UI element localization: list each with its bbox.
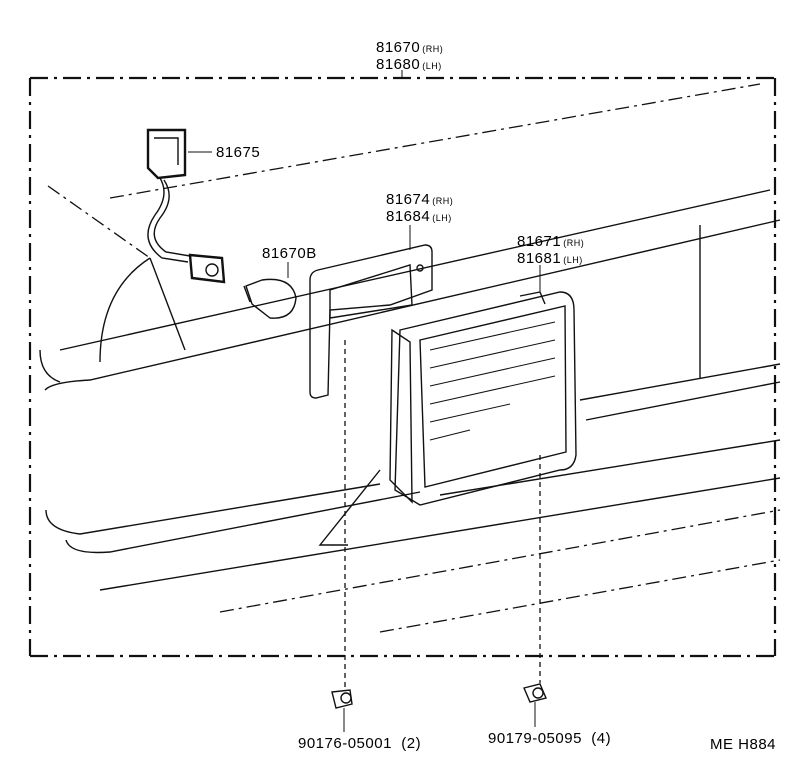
socket-part-label: 81675 [216, 144, 260, 161]
bulb [243, 278, 297, 319]
nut-part-label: 90176-05001 (2) [298, 735, 421, 752]
lens-housing [389, 291, 577, 506]
lens-rh-label: 81671(RH) [517, 233, 584, 250]
lens-lh-label: 81681(LH) [517, 250, 583, 267]
screw-part-label: 90179-05095 (4) [488, 730, 611, 747]
assembly-frame [28, 76, 777, 658]
diagram-code: ME H884 [710, 736, 776, 753]
assembly-lh-label: 81680(LH) [376, 56, 442, 73]
assembly-rh-label: 81670(RH) [376, 39, 443, 56]
screw-icon [523, 683, 547, 727]
socket-and-wire [146, 128, 226, 284]
vehicle-body-panel [39, 83, 781, 633]
bulb-part-label: 81670B [262, 245, 317, 262]
gasket [309, 244, 433, 399]
gasket-lh-label: 81684(LH) [386, 208, 452, 225]
nut-icon [331, 689, 353, 732]
gasket-rh-label: 81674(RH) [386, 191, 453, 208]
